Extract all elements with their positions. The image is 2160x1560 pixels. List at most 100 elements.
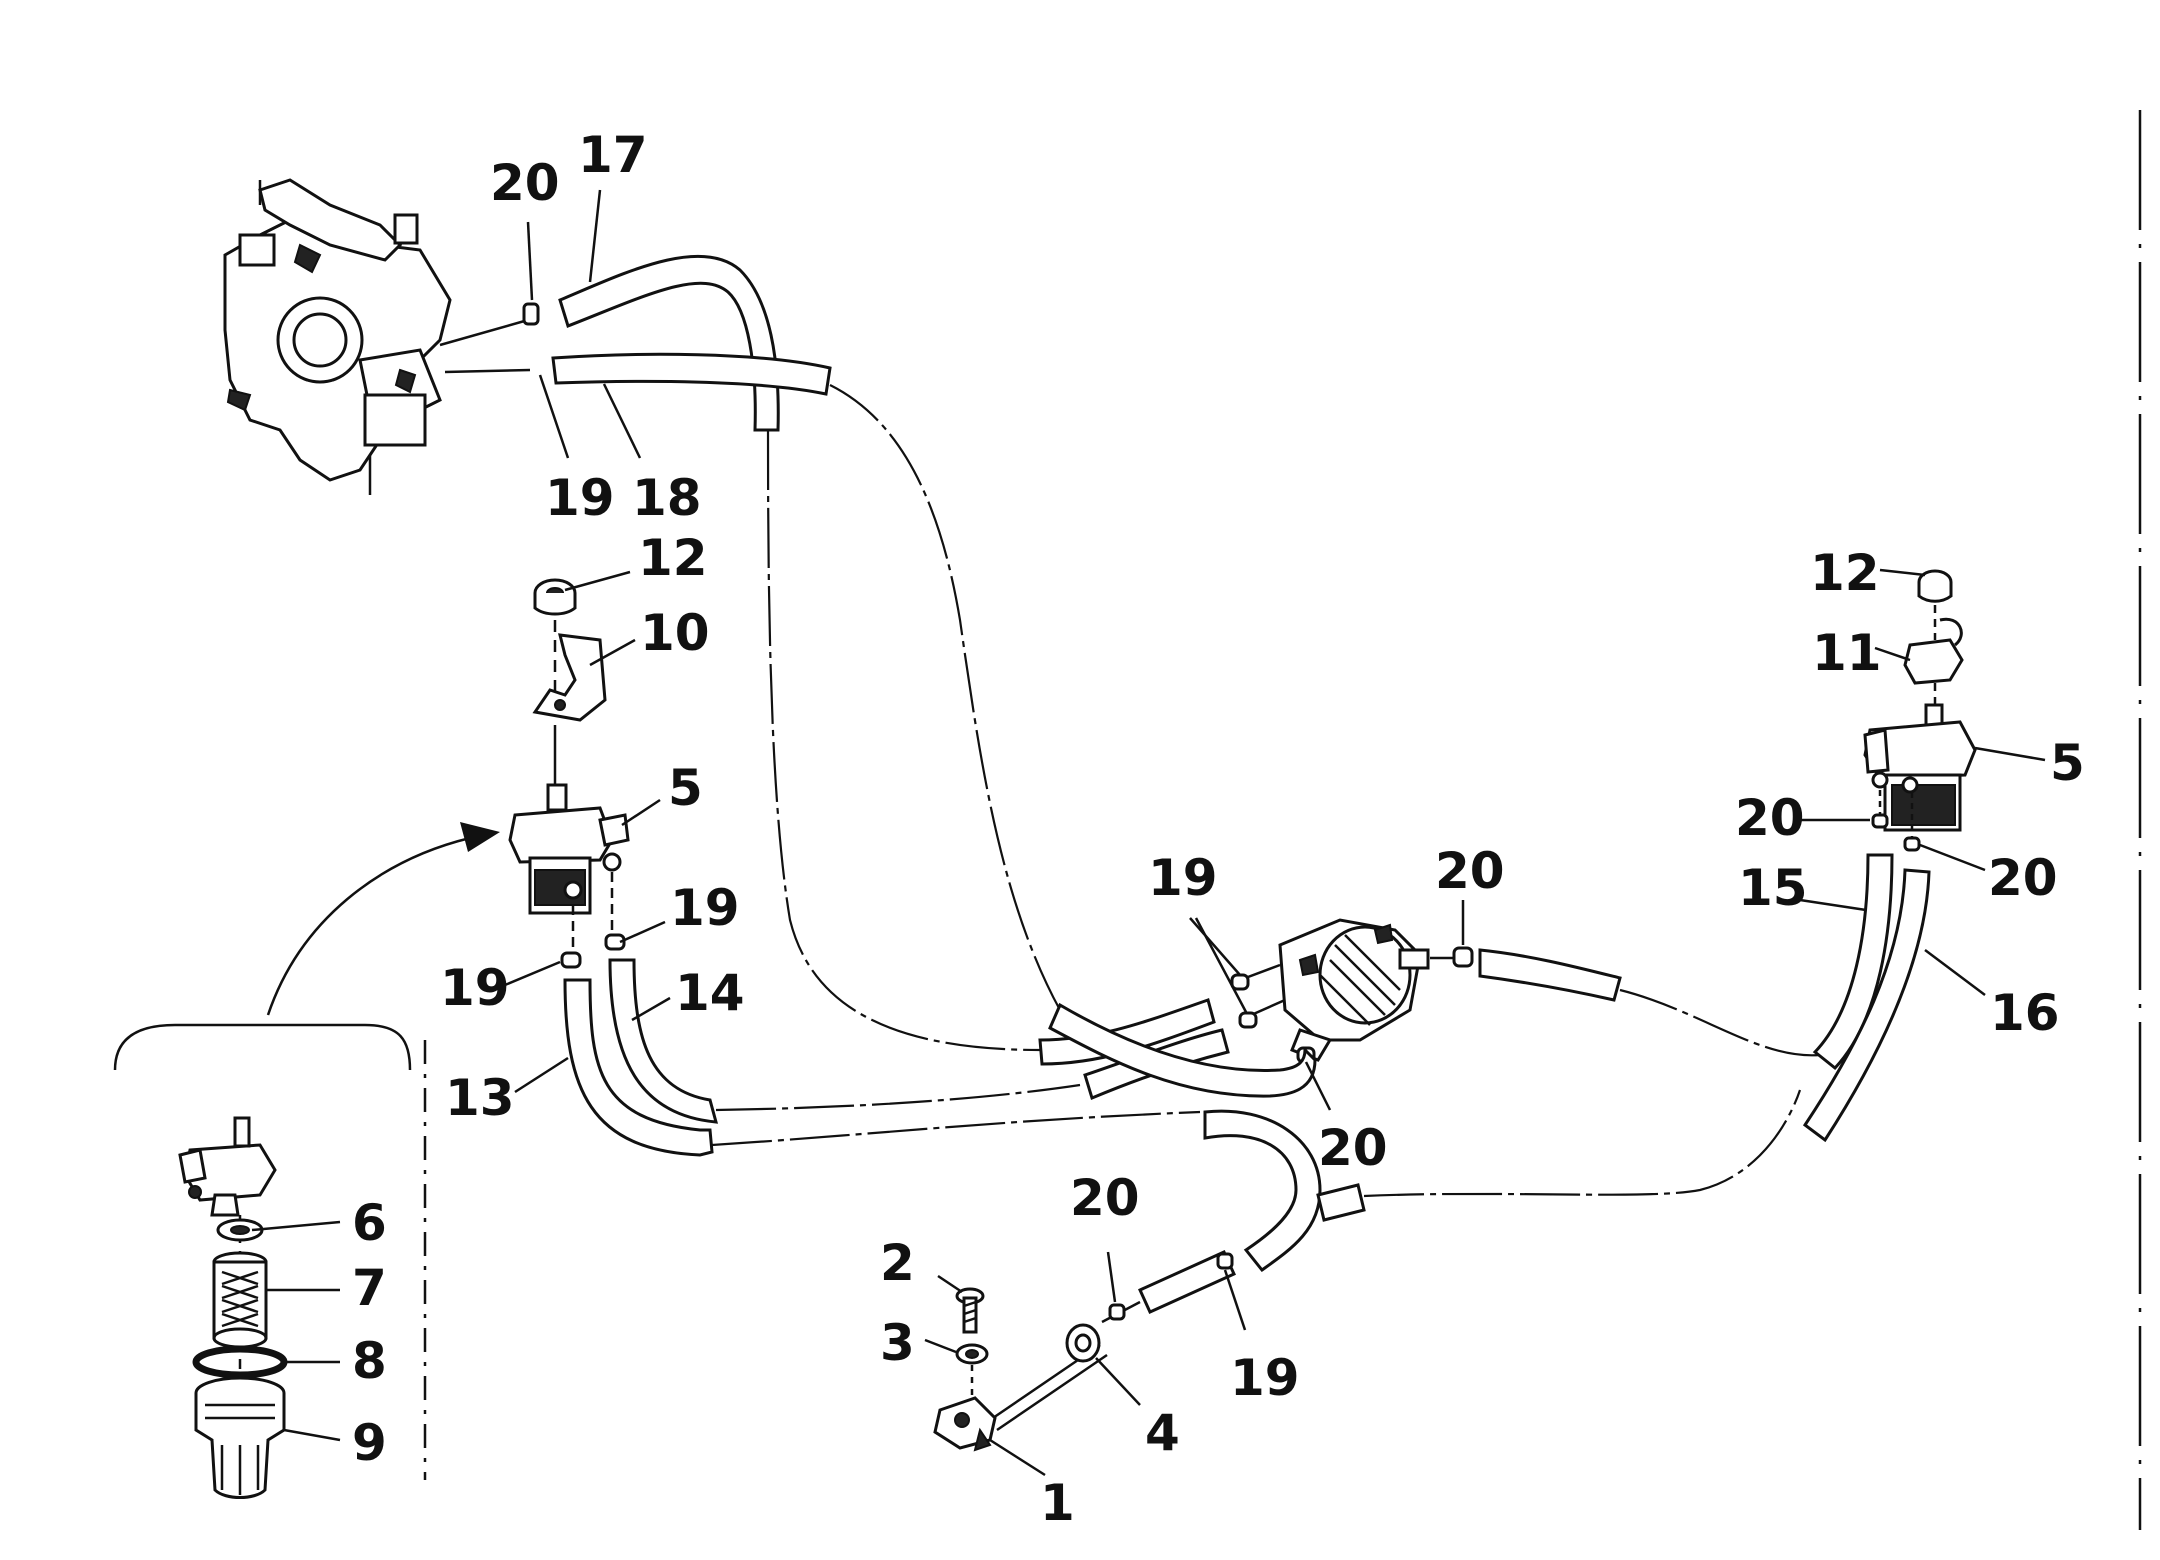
leader-19-lower — [1223, 1269, 1247, 1331]
leader-4 — [1095, 1357, 1141, 1406]
leader-15 — [1799, 898, 1867, 912]
filter-element-7 — [212, 1251, 268, 1349]
hose-17 — [558, 254, 780, 432]
bracket-10 — [532, 633, 607, 722]
leader-20-carb — [526, 221, 534, 301]
inset-arrowhead — [460, 822, 500, 852]
bracket-11 — [1903, 617, 1964, 685]
hose-pump-right — [1478, 948, 1622, 1002]
leader-6 — [251, 1220, 341, 1232]
callout-19-left-b: 19 — [670, 879, 740, 937]
leader-9 — [283, 1428, 341, 1442]
fuel-filter-5-right — [1863, 703, 1977, 832]
leader-10 — [589, 638, 636, 667]
hose-18 — [551, 352, 832, 396]
callout-8: 8 — [352, 1332, 387, 1390]
leader-18 — [602, 383, 642, 459]
washer-3 — [955, 1343, 989, 1365]
clamp-19-pump-b — [1238, 1011, 1258, 1029]
leader-14 — [631, 996, 671, 1022]
leader-16 — [1924, 949, 1986, 996]
line-17-to-tee — [766, 429, 1041, 1052]
callout-20-pump: 20 — [1318, 1119, 1388, 1177]
carb-return-line — [444, 368, 531, 374]
leader-20-right-b — [1919, 843, 1986, 872]
leader-19-carb — [538, 374, 570, 459]
callout-1: 1 — [1040, 1474, 1075, 1532]
line-pump-to-15 — [1619, 988, 1821, 1057]
clamp-19-pump-a — [1230, 973, 1250, 991]
leader-2 — [937, 1274, 963, 1294]
hose-14 — [608, 958, 719, 1124]
callout-7: 7 — [352, 1259, 387, 1317]
callout-3: 3 — [880, 1314, 915, 1372]
gasket-6 — [216, 1218, 264, 1242]
leader-20-pump — [1304, 1061, 1332, 1111]
leader-5-right — [1974, 746, 2046, 762]
callout-5-left: 5 — [668, 759, 703, 817]
hose-pump-loop — [1048, 1002, 1317, 1098]
callout-19-left-a: 19 — [440, 959, 510, 1017]
hose-15 — [1812, 853, 1894, 1071]
leader-1 — [989, 1438, 1046, 1477]
callout-6: 6 — [352, 1194, 387, 1252]
hose-to-primer — [1203, 1109, 1322, 1273]
leader-19-left-a — [504, 960, 561, 987]
filter-bowl-9 — [194, 1376, 286, 1499]
carb-outlet-line — [439, 316, 536, 347]
leader-12-left — [564, 570, 631, 592]
tank-fitting-1 — [933, 1396, 997, 1452]
callout-20-right-a: 20 — [1735, 789, 1805, 847]
callout-11: 11 — [1812, 624, 1882, 682]
clamp-19-lower — [1216, 1252, 1234, 1270]
callout-20-pump-right: 20 — [1435, 842, 1505, 900]
callout-2: 2 — [880, 1234, 915, 1292]
callout-19-pump: 19 — [1148, 849, 1218, 907]
hose-stub-right — [1316, 1183, 1366, 1222]
callout-20-right-b: 20 — [1988, 849, 2058, 907]
clamp-20-right-b — [1903, 836, 1921, 852]
leader-12-right — [1879, 568, 1926, 577]
fuel-pump — [1278, 918, 1430, 1062]
leader-19-pump-b — [1194, 917, 1248, 1013]
clamp-19-a — [560, 951, 582, 969]
hose-13 — [563, 978, 714, 1157]
callout-4: 4 — [1145, 1404, 1180, 1462]
callout-16: 16 — [1990, 984, 2060, 1042]
line-primer-to-16 — [1363, 1089, 1802, 1198]
carburetor-assembly — [223, 178, 452, 495]
clamp-20-carb — [522, 302, 540, 326]
leader-17 — [588, 189, 602, 283]
callout-10: 10 — [640, 604, 710, 662]
inset-bracket — [113, 1023, 412, 1071]
pickup-tube-edge — [996, 1353, 1108, 1432]
fuel-filter-5-left — [508, 783, 630, 915]
grommet-4 — [1065, 1323, 1101, 1363]
leader-13 — [514, 1056, 569, 1094]
screw-2 — [955, 1287, 985, 1334]
leader-19-pump-a — [1189, 917, 1241, 976]
callout-19-lower: 19 — [1230, 1349, 1300, 1407]
hose-16 — [1802, 868, 1931, 1143]
leader-5-left — [621, 798, 661, 827]
clamp-19-b — [604, 933, 626, 951]
leader-20-lower — [1106, 1251, 1117, 1303]
callout-14: 14 — [675, 964, 745, 1022]
callout-17: 17 — [578, 126, 648, 184]
leader-3 — [924, 1338, 957, 1354]
line-13-right — [711, 1110, 1201, 1147]
callout-15: 15 — [1738, 859, 1808, 917]
clamp-20-right-a — [1871, 813, 1889, 829]
inset-arrow — [266, 836, 471, 1016]
callout-12-right: 12 — [1810, 544, 1880, 602]
hose-segment-lower — [1138, 1250, 1236, 1314]
callout-12-left: 12 — [638, 529, 708, 587]
callout-20-lower: 20 — [1070, 1169, 1140, 1227]
callout-9: 9 — [352, 1414, 387, 1472]
callout-13: 13 — [445, 1069, 515, 1127]
callout-20-carb: 20 — [490, 154, 560, 212]
leader-11 — [1874, 646, 1911, 662]
leader-19-left-b — [619, 920, 666, 944]
